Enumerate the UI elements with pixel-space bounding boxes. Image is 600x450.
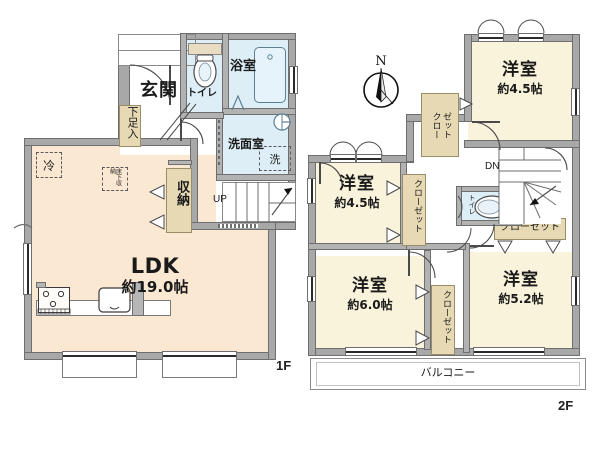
label-toilet-1f: トイレ — [187, 88, 217, 99]
closet-hall-1f-label: 収納 — [174, 180, 189, 206]
wall-washroom-bottom — [216, 174, 296, 181]
closet-hall-2f-label-a: ゼット — [440, 111, 451, 139]
closet-hall-2f-label-b: クロー — [430, 111, 441, 139]
label-bedroom-se: 洋室 約5.2帖 — [470, 270, 572, 306]
floor2-tag: 2F — [558, 398, 574, 413]
balcony-inner — [316, 362, 580, 386]
bedroom-se-floor — [470, 248, 572, 352]
underfloor-storage: 床下収納 — [102, 167, 128, 191]
bathtub — [254, 47, 286, 103]
wall-1f-ldk-top — [24, 138, 197, 146]
closet-bedroom-se-label: クローゼット — [500, 222, 560, 233]
washer-label: 洗 — [269, 152, 281, 166]
wall-1f-top — [180, 33, 296, 40]
shoe-cabinet-label: 下足入 — [126, 106, 139, 139]
bedroom-w-area: 約4.5帖 — [334, 195, 380, 210]
label-bedroom-sw: 洋室 約6.0帖 — [314, 276, 426, 312]
wall-bath-bottom — [222, 108, 296, 115]
label-bedroom-ne: 洋室 約4.5帖 — [468, 60, 572, 96]
fridge-box: 冷 — [36, 152, 62, 178]
label-bedroom-w: 洋室 約4.5帖 — [312, 174, 402, 210]
window-2f-ne-right — [571, 88, 580, 116]
toilet-tank-1f — [188, 43, 222, 55]
balcony-label: バルコニー — [420, 366, 476, 379]
compass-rose: N — [355, 52, 407, 118]
cooktop — [38, 287, 70, 313]
window-2f-w-top-1 — [330, 154, 356, 163]
closet-bedroom-w — [402, 174, 426, 246]
wall-2f-right — [572, 34, 580, 356]
bedroom-sw-name: 洋室 — [352, 276, 388, 296]
bedroom-se-area: 約5.2帖 — [498, 291, 544, 306]
wall-toilet-bottom — [180, 112, 224, 119]
ldk-area: 約19.0帖 — [121, 278, 189, 297]
window-2f-ne-top-1 — [478, 33, 504, 42]
bedroom-sw-area: 約6.0帖 — [347, 297, 393, 312]
stairs-up-label: UP — [213, 194, 227, 205]
wall-toilet-left — [180, 33, 187, 118]
ldk-name: LDK — [130, 254, 180, 278]
label-bath: 浴室 — [230, 59, 257, 74]
stairs-down-block — [499, 148, 561, 224]
wall-toilet2f-left — [456, 186, 462, 226]
label-ldk: LDK 約19.0帖 — [110, 255, 200, 296]
label-toilet-2f: トイレ — [468, 194, 476, 215]
window-2f-w-top-2 — [356, 154, 382, 163]
wall-2f-w-bottom — [308, 243, 407, 250]
closet-bedroom-w-label: クローゼット — [412, 179, 422, 233]
window-2f-w-left — [307, 178, 316, 204]
window-2f-se-right — [571, 276, 580, 306]
window-1f-left — [23, 243, 32, 295]
window-2f-sw-bottom — [345, 347, 417, 356]
bay-1f-bottom-2 — [162, 359, 237, 378]
washer-box: 洗 — [259, 146, 291, 171]
label-washroom: 洗面室 — [228, 137, 265, 151]
wall-2f-sw-right — [424, 250, 431, 350]
balcony-outline — [310, 358, 586, 390]
stairs-threshold — [218, 224, 258, 228]
bedroom-se-name: 洋室 — [503, 270, 539, 290]
closet-bedroom-sw-label: クローゼット — [441, 290, 451, 344]
fridge-label: 冷 — [42, 158, 55, 173]
shoe-cabinet — [119, 105, 141, 147]
bay-1f-bottom-1 — [62, 359, 137, 378]
window-2f-se-bottom — [473, 347, 545, 356]
bedroom-ne-name: 洋室 — [502, 60, 538, 80]
stairs-down-label: DN — [485, 161, 500, 172]
wall-1f-right-lower — [268, 222, 276, 360]
closet-hall-2f — [421, 93, 459, 157]
window-2f-sw-left — [307, 276, 316, 302]
stairs-up-block — [222, 182, 296, 222]
window-bath-right — [289, 66, 298, 94]
ldk-door-head — [168, 160, 192, 165]
wall-2f-se-left — [463, 243, 470, 353]
closet-hall-2f-text: ゼット クロー — [423, 95, 457, 155]
kitchen-wall-stub — [132, 282, 144, 316]
wall-2f-ne-bottom — [464, 140, 580, 148]
underfloor-storage-label: 床下収納 — [108, 168, 122, 186]
kitchen-wall-stub2 — [36, 282, 46, 288]
floor1-tag: 1F — [276, 358, 292, 373]
compass-icon: N — [363, 54, 399, 108]
bedroom-w-name: 洋室 — [339, 174, 375, 194]
wall-2f-ne-left — [464, 34, 472, 122]
closet-hall-1f — [166, 168, 192, 233]
wall-toilet-right — [222, 33, 229, 113]
bedroom-ne-area: 約4.5帖 — [497, 81, 543, 96]
window-2f-ne-top-2 — [518, 33, 544, 42]
label-genkan: 玄関 — [140, 80, 178, 101]
wall-washroom-left — [216, 113, 223, 180]
svg-text:N: N — [375, 54, 386, 69]
closet-bedroom-sw — [431, 285, 455, 355]
porch-line — [118, 50, 196, 51]
